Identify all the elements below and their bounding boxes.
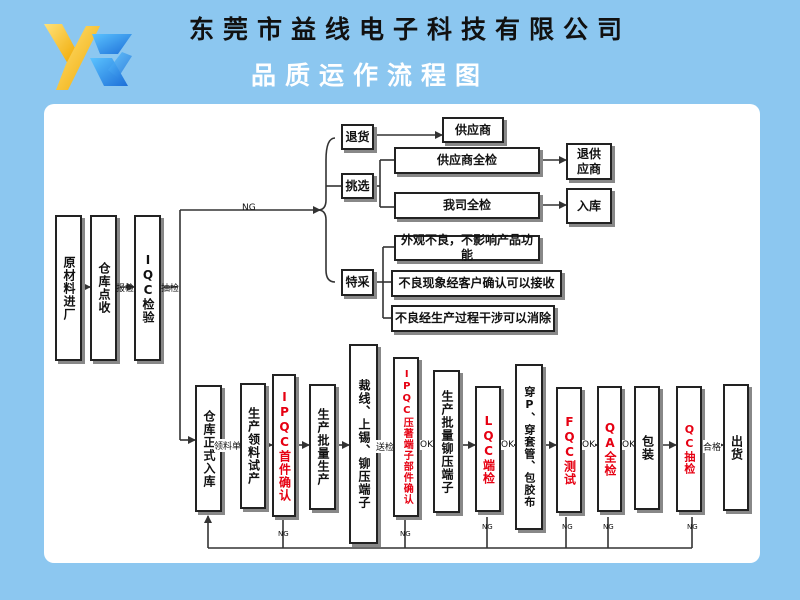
box-warehouse-check-text: 仓库点收 bbox=[97, 262, 111, 314]
box-iqc: IQC检验 bbox=[134, 215, 161, 361]
box-mass-prod-text: 生产批量生产 bbox=[316, 408, 330, 486]
box-pick-trial-text: 生产领料试产 bbox=[246, 407, 261, 485]
box-ipqc-crimp-text: IPQC压著端子部件确认 bbox=[401, 369, 413, 505]
box-ship: 出货 bbox=[723, 384, 749, 511]
label-ok-2: OK bbox=[501, 440, 514, 450]
box-cut-wire-text: 裁线、上锡、铆压端子 bbox=[357, 379, 371, 509]
box-special-3: 不良经生产过程干涉可以消除 bbox=[391, 305, 555, 332]
label-ok-4: OK bbox=[622, 440, 635, 450]
box-special-text: 特采 bbox=[345, 275, 370, 289]
box-cut-wire: 裁线、上锡、铆压端子 bbox=[349, 344, 378, 544]
label-send: 送检 bbox=[376, 440, 395, 453]
box-special-1-text: 外观不良，不影响产品功能 bbox=[400, 233, 533, 262]
label-ng-qc: NG bbox=[687, 523, 698, 531]
box-qc-sample-text: QC抽检 bbox=[682, 423, 696, 475]
box-thread: 穿P、穿套管、包胶布 bbox=[515, 364, 543, 530]
box-iqc-text: IQC检验 bbox=[141, 252, 155, 324]
label-ng-ipqc-first: NG bbox=[278, 530, 289, 538]
box-raw-material: 原材料进厂 bbox=[55, 215, 82, 361]
box-mass-crimp: 生产批量铆压端子 bbox=[433, 370, 460, 513]
box-formal-stock-text: 仓库正式入库 bbox=[202, 409, 216, 488]
box-mass-crimp-text: 生产批量铆压端子 bbox=[440, 389, 454, 494]
box-return-supplier-text: 退供应商 bbox=[576, 146, 601, 176]
box-our-inspect: 我司全检 bbox=[394, 192, 540, 219]
box-special-2: 不良现象经客户确认可以接收 bbox=[391, 270, 562, 297]
box-warehouse-check: 仓库点收 bbox=[90, 215, 117, 361]
box-raw-material-text: 原材料进厂 bbox=[62, 255, 76, 321]
box-supplier-text: 供应商 bbox=[454, 122, 491, 137]
box-qc-sample: QC抽检 bbox=[676, 386, 702, 512]
box-return-text: 退货 bbox=[345, 129, 370, 144]
box-ipqc-crimp: IPQC压著端子部件确认 bbox=[393, 357, 419, 517]
box-qa: QA全检 bbox=[597, 386, 622, 512]
company-logo bbox=[38, 16, 138, 92]
label-receive: 报检 bbox=[116, 284, 135, 294]
box-fqc: FQC测试 bbox=[556, 387, 582, 513]
label-ok-3: OK bbox=[582, 440, 595, 450]
box-return: 退货 bbox=[341, 124, 374, 150]
box-our-inspect-text: 我司全检 bbox=[442, 198, 491, 212]
box-special-2-text: 不良现象经客户确认可以接收 bbox=[398, 276, 555, 290]
label-ng-ipqc-crimp: NG bbox=[400, 530, 411, 538]
box-supplier-inspect: 供应商全检 bbox=[394, 147, 540, 174]
box-qa-text: QA全检 bbox=[603, 421, 617, 477]
label-ng-qa: NG bbox=[603, 523, 614, 531]
box-special-1: 外观不良，不影响产品功能 bbox=[394, 233, 540, 262]
label-pick: 领料单 bbox=[214, 439, 242, 452]
box-ipqc-first-text: IPQC首件确认 bbox=[277, 389, 292, 502]
box-select: 挑选 bbox=[341, 173, 374, 199]
box-supplier: 供应商 bbox=[442, 117, 504, 143]
box-select-text: 挑选 bbox=[345, 178, 370, 193]
box-lqc: LQC端检 bbox=[475, 386, 501, 512]
label-ok-1: OK bbox=[420, 440, 433, 450]
box-stock-in: 入库 bbox=[566, 188, 612, 224]
company-name: 东莞市益线电子科技有限公司 bbox=[188, 15, 631, 44]
box-lqc-text: LQC端检 bbox=[481, 413, 496, 485]
label-ng-fqc: NG bbox=[562, 523, 573, 531]
label-sample: 抽检 bbox=[161, 284, 180, 294]
box-supplier-inspect-text: 供应商全检 bbox=[436, 153, 497, 167]
box-special-3-text: 不良经生产过程干涉可以消除 bbox=[394, 311, 551, 325]
box-thread-text: 穿P、穿套管、包胶布 bbox=[522, 386, 536, 508]
label-pass: 合格 bbox=[703, 440, 722, 453]
box-ipqc-first: IPQC首件确认 bbox=[272, 374, 296, 517]
box-mass-prod: 生产批量生产 bbox=[309, 384, 336, 510]
box-pick-trial: 生产领料试产 bbox=[240, 383, 266, 509]
label-ng-lqc: NG bbox=[482, 523, 493, 531]
label-ng-main: NG bbox=[242, 203, 256, 213]
box-pack-text: 包装 bbox=[640, 435, 655, 461]
page-subtitle: 品质运作流程图 bbox=[250, 61, 489, 90]
box-stock-in-text: 入库 bbox=[576, 198, 601, 213]
box-return-supplier: 退供应商 bbox=[566, 143, 612, 180]
box-formal-stock: 仓库正式入库 bbox=[195, 385, 222, 512]
box-ship-text: 出货 bbox=[729, 434, 744, 461]
box-fqc-text: FQC测试 bbox=[562, 414, 577, 486]
box-pack: 包装 bbox=[634, 386, 660, 510]
box-special: 特采 bbox=[341, 269, 374, 296]
